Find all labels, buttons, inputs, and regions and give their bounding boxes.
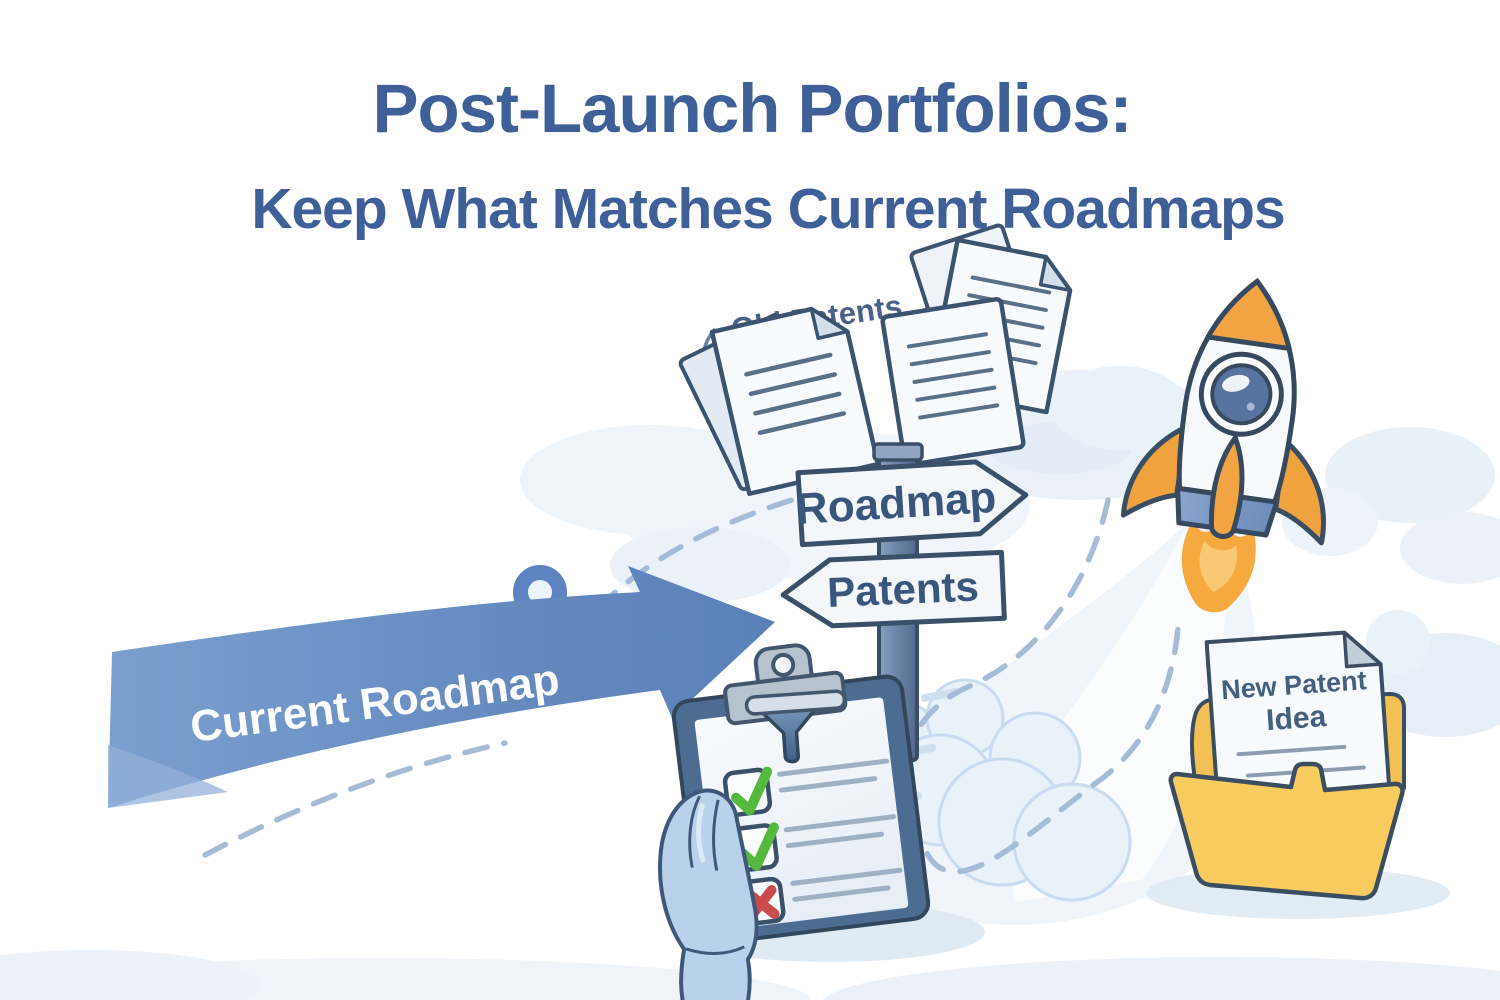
new-patent-doc: New Patent Idea (1204, 630, 1392, 806)
document-lines (744, 352, 846, 436)
dashed-path-right (901, 497, 1181, 875)
rocket-fin-right (1273, 438, 1326, 546)
funnel-icon (744, 689, 847, 764)
clipboard (658, 643, 931, 1000)
dashed-paths (202, 496, 1181, 875)
checklist-row-1 (722, 758, 890, 817)
page-title-line1: Post-Launch Portfolios: (373, 70, 1132, 147)
arrow-tail-fold (108, 745, 228, 808)
arrow-shape (108, 566, 775, 808)
hand (658, 788, 759, 1000)
row-lines (776, 758, 890, 793)
sign-roadmap-label: Roadmap (795, 473, 998, 534)
document-lines (906, 332, 1000, 420)
check-icon (731, 766, 773, 816)
new-patent-label-line2: Idea (1265, 700, 1327, 737)
rocket-window (1198, 351, 1284, 437)
signpost: Roadmap Patents (780, 442, 1029, 762)
rocket-nose (1205, 278, 1292, 351)
check-icon (737, 822, 779, 871)
rocket-fin-center (1209, 432, 1245, 539)
signpost-cap (872, 442, 924, 462)
exhaust-smoke (858, 488, 1378, 925)
page-title-line2: Keep What Matches Current Roadmaps (251, 177, 1284, 241)
document-icon (709, 306, 881, 496)
clip-ring (771, 652, 796, 677)
folder-front (1168, 761, 1405, 901)
sign-roadmap: Roadmap (795, 459, 1029, 548)
dashed-path-middle (569, 496, 798, 641)
sign-patents-label: Patents (826, 562, 980, 616)
row-lines (783, 814, 897, 849)
document-icon (880, 297, 1026, 467)
rocket-flame-inner (1199, 540, 1238, 593)
rocket (1120, 277, 1326, 613)
folder-group: New Patent Idea (1146, 630, 1450, 919)
rocket-fin-left (1120, 424, 1189, 518)
row-lines (790, 867, 903, 902)
sign-patents: Patents (780, 549, 1007, 629)
dashed-path-left (202, 740, 508, 858)
current-roadmap-arrow: Current Roadmap (108, 566, 775, 808)
